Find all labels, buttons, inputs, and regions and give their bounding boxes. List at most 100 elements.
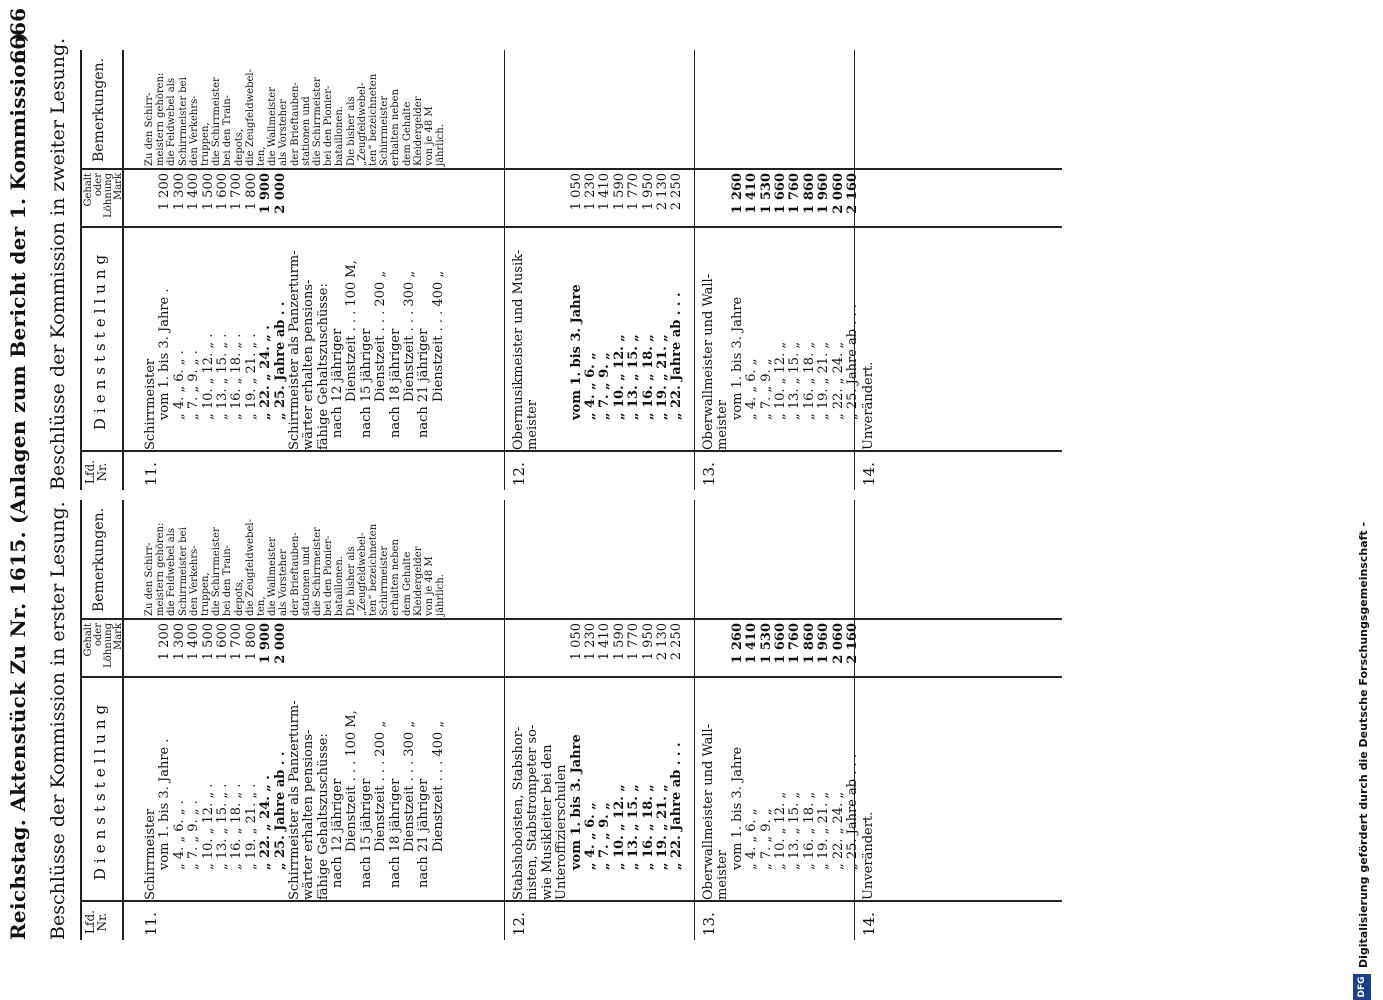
salary-value: 1 800 [243,623,259,661]
dienststellung-line: nach 12 jähriger [330,328,346,438]
dienststellung-line: „ 19. „ 21. „ [816,341,832,420]
salary-value: 1 660 [772,173,788,214]
dienststellung-line: „ 4. „ 6. „ [582,352,598,420]
remarks-line: Kleidergelder [412,96,424,166]
salary-value: 1 260 [729,173,745,214]
salary-value [512,173,526,228]
salary-value [716,173,730,228]
remarks-line: Kleidergelder [412,546,424,616]
remarks-line: depots, [233,578,245,616]
row-number: 12. [510,462,528,486]
row-number: 13. [700,912,718,936]
dienststellung-line: „ 10. „ 12. „ . [200,333,216,420]
salary-value: 1 200 [157,623,173,661]
remarks-line: bei den Train- [222,94,234,166]
dienststellung-line: fähige Gehaltszuschüsse: [315,283,331,450]
dienststellung-line: „ 13. „ 15. „ [626,334,642,420]
salary-value: 1 900 [258,623,274,664]
dienststellung-line: Unteroffizierschulen [554,764,570,900]
header-bemerkungen: Bemerkungen. [91,57,107,163]
remarks-line: truppen, [200,572,212,616]
salary-value: 1 950 [640,173,656,211]
salary-value: 1 590 [611,623,627,661]
remarks-line: dem Gehalte [401,551,413,616]
dienststellung-cell: Unverändert. [861,678,876,900]
dienststellung-line: „ 16. „ 18. „ [640,334,656,420]
salary-value [555,623,569,678]
section-rule [694,50,695,490]
dienststellung-line: wärter erhalten pensions- [301,729,317,900]
dienststellung-line: „ 4. „ 6. „ . [171,350,187,420]
salary-value: 1 230 [582,173,598,211]
salary-value [512,623,526,678]
section-rule [694,500,695,940]
salary-value [526,623,540,678]
funding-note: Digitalisierung gefördert durch die Deut… [1357,521,1370,968]
remarks-line: bataillonen. [334,556,346,616]
dienststellung-line: vom 1. bis 3. Jahre . [157,288,173,421]
dienststellung-line: „ 10. „ 12. „ . [200,783,216,870]
dienststellung-line: „ 22. „ 24. „ [830,791,846,870]
dienststellung-line: vom 1. bis 3. Jahre [568,284,584,420]
dienststellung-line: „ 7. „ 9. „ [597,802,613,870]
salary-value: 1 410 [597,623,613,661]
dienststellung-line: „ 13. „ 15. „ [626,784,642,870]
dienststellung-line: „ 10. „ 12. „ [772,791,788,870]
dienststellung-line: meister [715,400,731,450]
header-lfd-nr: Lfd.Nr. [83,904,109,940]
dienststellung-line: Schirrmeister [143,808,158,900]
dienststellung-line: „ 13. „ 15. „ [787,341,803,420]
remarks-line: bei den Pionier- [323,535,335,616]
dienststellung-line: Obermusikmeister und Musik- [511,249,526,450]
remarks-line: jährlich. [435,574,447,616]
dienststellung-line: nisten, Stabstrompeter so- [525,724,541,900]
dienststellung-line: vom 1. bis 3. Jahre . [157,738,173,871]
dienststellung-line: „ 16. „ 18. „ [640,784,656,870]
salary-value: 1 950 [640,623,656,661]
remarks-line: von je 48 M [424,556,436,616]
remarks-line: Schirrmeister bei [177,77,189,166]
dienststellung-line: „ 7. „ 9. „ . [186,800,202,870]
remarks-line: die Feldwebel als [166,527,178,616]
remarks-line: der Brieftauben- [289,82,301,166]
remarks-line: stationen und [300,96,312,166]
header-gehalt-line: Mark [113,623,124,651]
dienststellung-line: „ 16. „ 18. „ . [229,783,245,870]
salary-value: 1 770 [626,623,642,661]
dienststellung-line: nach 12 jähriger [330,778,346,888]
remarks-line: die Schirrmeister [312,77,324,166]
dienststellung-line: „ 22. Jahre ab . . . [669,742,685,871]
salary-value: 2 130 [654,173,670,211]
dienststellung-line: „ 13. „ 15. „ . [214,783,230,870]
dienststellung-line [555,228,569,450]
salary-value [541,173,555,228]
column-divider [82,900,1062,902]
dienststellung-line: Oberwallmeister und Wall- [701,723,716,900]
dienststellung-line: vom 1. bis 3. Jahre [729,746,745,870]
section-rule [504,50,505,490]
salary-value [702,623,716,678]
section-rule [854,500,855,940]
dienststellung-line: nach 21 jähriger [416,778,432,888]
dfg-logo: DFG [1353,974,1371,1000]
dienststellung-line: meister [715,850,731,900]
salary-value: 1 050 [568,623,584,661]
remarks-line: depots, [233,128,245,166]
remarks-line: der Brieftauben- [289,532,301,616]
remarks-line: die Zeugfeldwebel- [244,69,256,166]
salary-value: 1 050 [568,173,584,211]
salary-value: 1 860 [801,173,817,214]
page-number: 6666 [6,8,30,64]
salary-value: 1 300 [171,173,187,211]
dienststellung-line: Unverändert. [861,361,876,450]
remarks-line: dem Gehalte [401,101,413,166]
salary-value: 1 530 [758,173,774,214]
dienststellung-line: Dienstzeit . . . 300 „ [402,720,418,852]
dienststellung-line: „ 7. „ 9. „ [758,808,774,870]
